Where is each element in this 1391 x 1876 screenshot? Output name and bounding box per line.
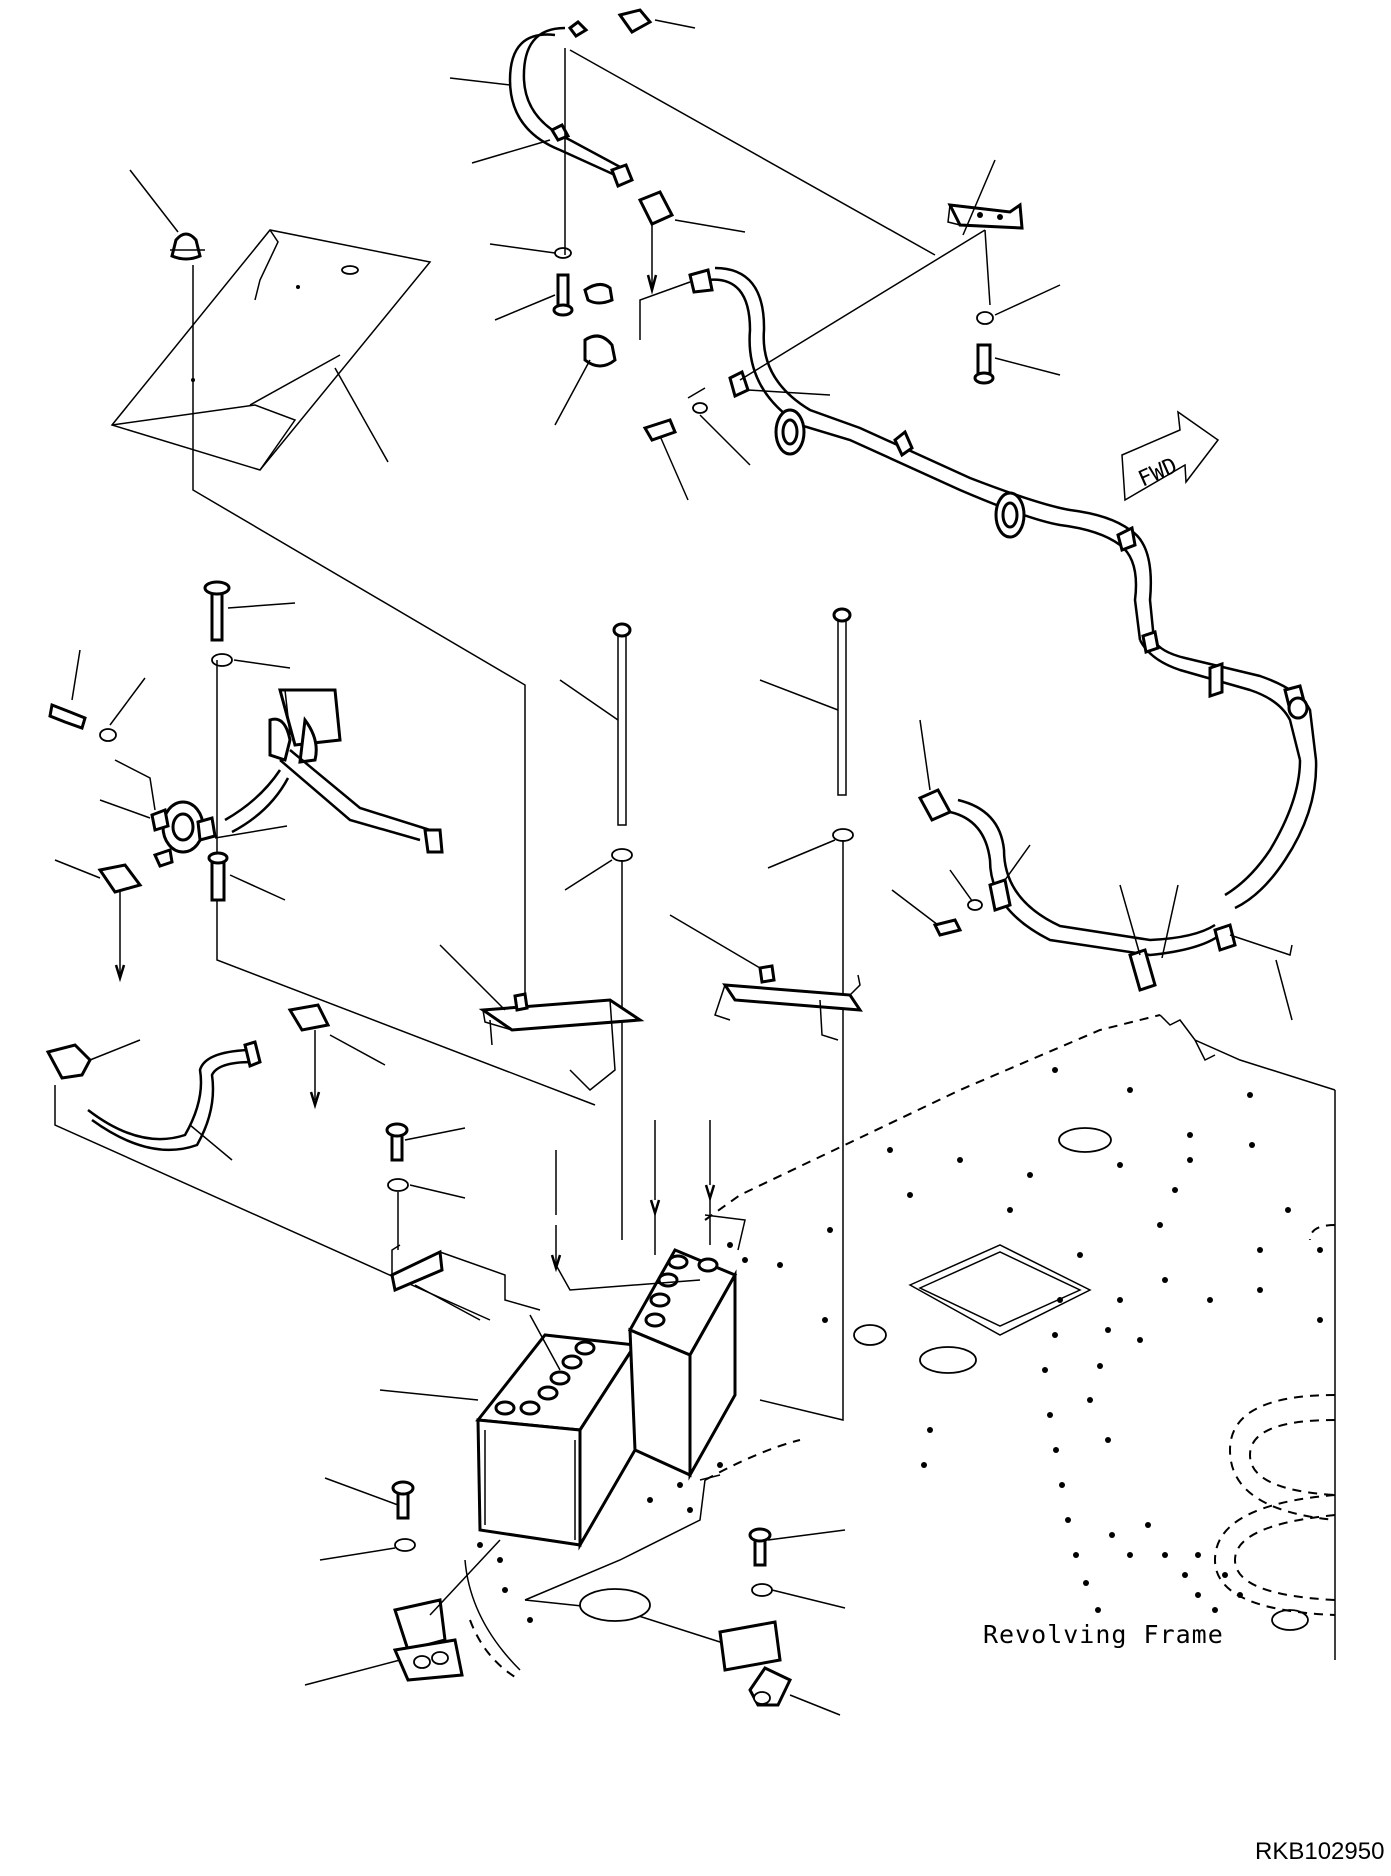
drawing-reference-code: RKB102950 [1255,1838,1385,1865]
battery-front [379,1314,638,1551]
top-terminal-cap [637,190,746,295]
top-cable [449,8,696,188]
battery-cover [110,229,432,471]
fwd-arrow-label: FWD [1135,454,1181,493]
upper-right-bracket [569,49,1061,501]
fwd-arrow: FWD [1121,410,1220,502]
cover-knob [129,169,526,1020]
revolving-frame-label: Revolving Frame [983,1620,1224,1649]
battery-hold-down-clamp [385,1122,541,1321]
revolving-frame-plate [464,1014,1336,1681]
lower-right-bracket [718,1527,846,1716]
lower-left-bracket [304,1477,501,1686]
middle-brackets [439,914,863,1092]
battery-relay-assembly [48,580,596,1106]
main-harness [554,266,1318,910]
battery-rear [550,1120,746,1481]
hold-down-rods [559,607,854,1421]
lower-left-cable [45,1003,491,1321]
top-washer-bolt [489,48,574,321]
right-small-cable [891,719,1293,1021]
